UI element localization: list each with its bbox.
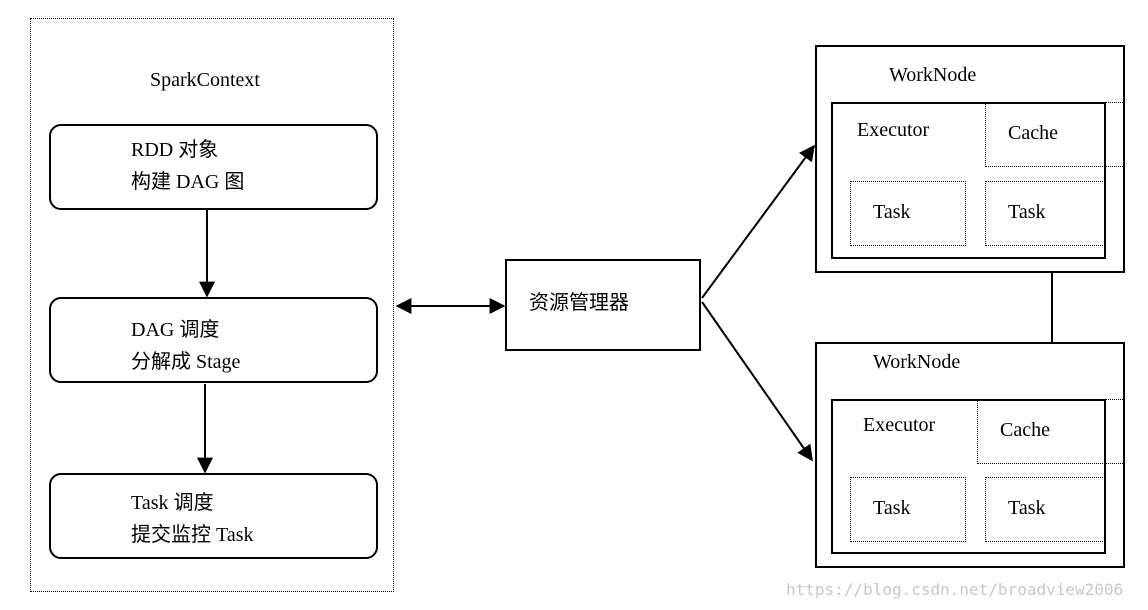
task-top-2: Task (985, 181, 1105, 246)
step-task-scheduler-line1: Task 调度 (131, 492, 214, 514)
step-rdd-dag: RDD 对象 构建 DAG 图 (49, 124, 378, 210)
arrow-rm-to-worknode-bottom (701, 301, 813, 462)
cache-bottom: Cache (977, 399, 1125, 464)
worknode-bottom: WorkNode Executor Cache Task Task (815, 342, 1125, 568)
executor-bottom: Executor (831, 399, 1106, 554)
executor-top-label: Executor (857, 119, 930, 141)
executor-bottom-label: Executor (863, 414, 936, 436)
step-task-scheduler-line2: 提交监控 Task (131, 524, 254, 546)
watermark-text: https://blog.csdn.net/broadview2006 (786, 580, 1124, 599)
worknode-bottom-title: WorkNode (873, 351, 961, 373)
task-top-1-label: Task (873, 201, 911, 223)
task-top-1: Task (850, 181, 966, 246)
step-dag-scheduler-line2: 分解成 Stage (131, 351, 241, 373)
resource-manager-box: 资源管理器 (505, 259, 701, 351)
arrow-rm-to-worknode-top (701, 144, 815, 299)
step-rdd-dag-line1: RDD 对象 (131, 139, 219, 161)
step-dag-scheduler-line1: DAG 调度 (131, 319, 220, 341)
cache-top-label: Cache (1008, 122, 1058, 144)
task-top-2-label: Task (1008, 201, 1046, 223)
cache-top: Cache (985, 102, 1125, 167)
resource-manager-label: 资源管理器 (529, 292, 629, 314)
step-dag-scheduler: DAG 调度 分解成 Stage (49, 297, 378, 383)
task-bottom-1-label: Task (873, 497, 911, 519)
task-bottom-2-label: Task (1008, 497, 1046, 519)
task-bottom-2: Task (985, 477, 1105, 542)
executor-top: Executor (831, 102, 1106, 259)
worknode-top: WorkNode Executor Cache Task Task (815, 45, 1125, 273)
cache-bottom-label: Cache (1000, 419, 1050, 441)
task-bottom-1: Task (850, 477, 966, 542)
sparkcontext-container (30, 18, 394, 592)
step-rdd-dag-line2: 构建 DAG 图 (131, 171, 245, 193)
worknode-top-title: WorkNode (889, 64, 977, 86)
step-task-scheduler: Task 调度 提交监控 Task (49, 473, 378, 559)
sparkcontext-title: SparkContext (150, 69, 260, 91)
